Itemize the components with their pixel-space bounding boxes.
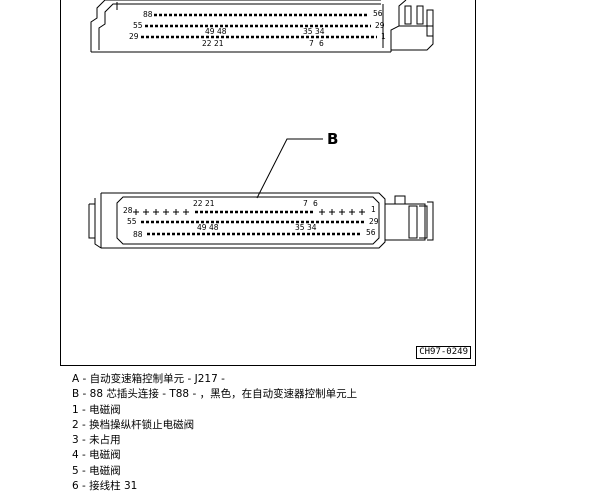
pin-label-35: 35	[303, 27, 313, 36]
pin-label-22: 22	[202, 39, 212, 48]
pin-label-7: 7	[303, 199, 308, 208]
pin-label-55: 55	[133, 21, 143, 30]
pin-label-88: 88	[143, 10, 153, 19]
pin-label-1: 1	[371, 205, 376, 214]
pin-label-49: 49	[197, 223, 207, 232]
top-pin-rows: 88 56 55 29 49 48 35 34 29 1 22 21 7 6	[129, 9, 386, 48]
pin-label-29: 29	[369, 217, 379, 226]
legend-item-4: 4 - 电磁阀	[72, 449, 121, 462]
legend-item-6: 6 - 接线柱 31	[72, 480, 138, 493]
pin-label-6: 6	[319, 39, 324, 48]
pin-label-49: 49	[205, 27, 215, 36]
pin-label-28: 28	[123, 206, 133, 215]
legend: A - 自动变速箱控制单元 - J217 - B - 88 芯插头连接 - T8…	[72, 372, 592, 494]
pin-label-34: 34	[307, 223, 317, 232]
pin-label-22: 22	[193, 199, 203, 208]
legend-item-3: 3 - 未占用	[72, 434, 121, 447]
pin-label-29: 29	[129, 32, 139, 41]
connector-top	[90, 0, 434, 53]
connector-figure: 88 56 55 29 49 48 35 34 29 1 22 21 7 6 B	[60, 0, 476, 366]
legend-item-2: 2 - 换档操纵杆锁止电磁阀	[72, 418, 195, 431]
pin-label-35: 35	[295, 223, 305, 232]
callout-b-label: B	[327, 130, 338, 148]
legend-item-a: A - 自动变速箱控制单元 - J217 -	[72, 373, 225, 385]
callout-b: B	[256, 130, 338, 199]
pin-label-48: 48	[217, 27, 227, 36]
pin-label-55: 55	[127, 217, 137, 226]
pin-label-48: 48	[209, 223, 219, 232]
pin-label-6: 6	[313, 199, 318, 208]
pin-label-88: 88	[133, 230, 143, 239]
pin-label-56: 56	[373, 9, 383, 18]
legend-item-1: 1 - 电磁阀	[72, 403, 121, 416]
connector-b	[88, 192, 434, 249]
legend-item-b: B - 88 芯插头连接 - T88 - ，黑色，在自动变速器控制单元上	[72, 388, 358, 401]
legend-item-5: 5 - 电磁阀	[72, 464, 121, 477]
connector-b-pins: 22 21 7 6 28 1 55 29 49 48 35 34 88 56	[123, 199, 379, 239]
pin-label-29: 29	[375, 21, 385, 30]
pin-label-56: 56	[366, 228, 376, 237]
connector-drawing: 88 56 55 29 49 48 35 34 29 1 22 21 7 6 B	[88, 0, 434, 249]
pin-label-21: 21	[214, 39, 224, 48]
pin-label-1: 1	[381, 32, 386, 41]
figure-code: CH97-0249	[416, 346, 471, 359]
pin-label-34: 34	[315, 27, 325, 36]
pin-label-21: 21	[205, 199, 215, 208]
pin-label-7: 7	[309, 39, 314, 48]
